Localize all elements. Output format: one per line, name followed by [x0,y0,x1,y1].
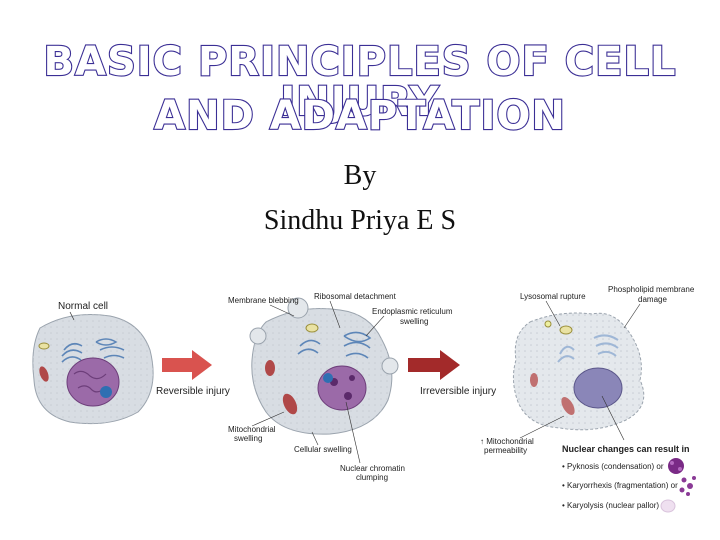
bleb [249,327,267,345]
label-nuclear-changes: Nuclear changes can result in [562,444,690,454]
label-karyolysis: • Karyolysis (nuclear pallor) [562,501,659,510]
karyorrhexis-icon [679,476,696,496]
title-line-2: AND ADAPTATION [153,93,566,139]
label-er-swelling-2: swelling [400,317,428,326]
swollen-mitochondrion [265,360,275,376]
label-phospholipid-1: Phospholipid membrane [608,285,695,294]
label-reversible: Reversible injury [156,386,230,397]
label-mito-swelling-2: swelling [234,434,262,443]
reversible-nucleus [317,365,367,411]
damaged-mitochondrion [561,396,575,416]
label-normal-cell: Normal cell [58,301,108,312]
normal-golgi [61,342,83,363]
label-cellular-swelling: Cellular swelling [294,445,352,454]
label-pyknosis: • Pyknosis (condensation) or [562,462,664,471]
pyknosis-icon [668,458,684,474]
label-phospholipid-2: damage [638,295,667,304]
title-line-1: BASIC PRINCIPLES OF CELL INJURY [42,39,677,125]
byline: By [343,160,377,191]
label-chromatin-1: Nuclear chromatin [340,464,405,473]
normal-mitochondrion [39,366,49,382]
label-membrane-blebbing: Membrane blebbing [228,296,299,305]
normal-er [95,338,125,359]
bleb [287,297,309,319]
label-ribosomal-detachment: Ribosomal detachment [314,292,397,301]
label-er-swelling-1: Endoplasmic reticulum [372,307,453,316]
label-mito-permeability-1: ↑ Mitochondrial [480,437,534,446]
cell-injury-diagram: Normal cell Reversible injury Membrane b… [32,285,696,513]
normal-nucleus [66,357,120,407]
reversible-cell [249,297,399,435]
normal-cell: Normal cell [32,301,154,425]
swollen-mitochondrion [282,393,298,415]
irreversible-labels: Lysosomal rupture Phospholipid membrane … [480,285,695,510]
reversible-labels: Membrane blebbing Ribosomal detachment E… [228,292,453,482]
label-karyorrhexis: • Karyorrhexis (fragmentation) or [562,481,678,490]
label-irreversible: Irreversible injury [420,386,496,397]
author-name: Sindhu Priya E S [263,205,457,236]
label-chromatin-2: clumping [356,473,388,482]
arrow-irreversible: Irreversible injury [408,350,496,397]
karyolysis-icon [660,499,676,513]
bleb [381,357,399,375]
pale-nucleus [573,367,623,409]
label-lysosomal-rupture: Lysosomal rupture [520,292,586,301]
label-mito-swelling-1: Mitochondrial [228,425,276,434]
irreversible-cell [512,312,645,431]
arrow-reversible: Reversible injury [156,350,230,397]
label-mito-permeability-2: permeability [484,446,527,455]
